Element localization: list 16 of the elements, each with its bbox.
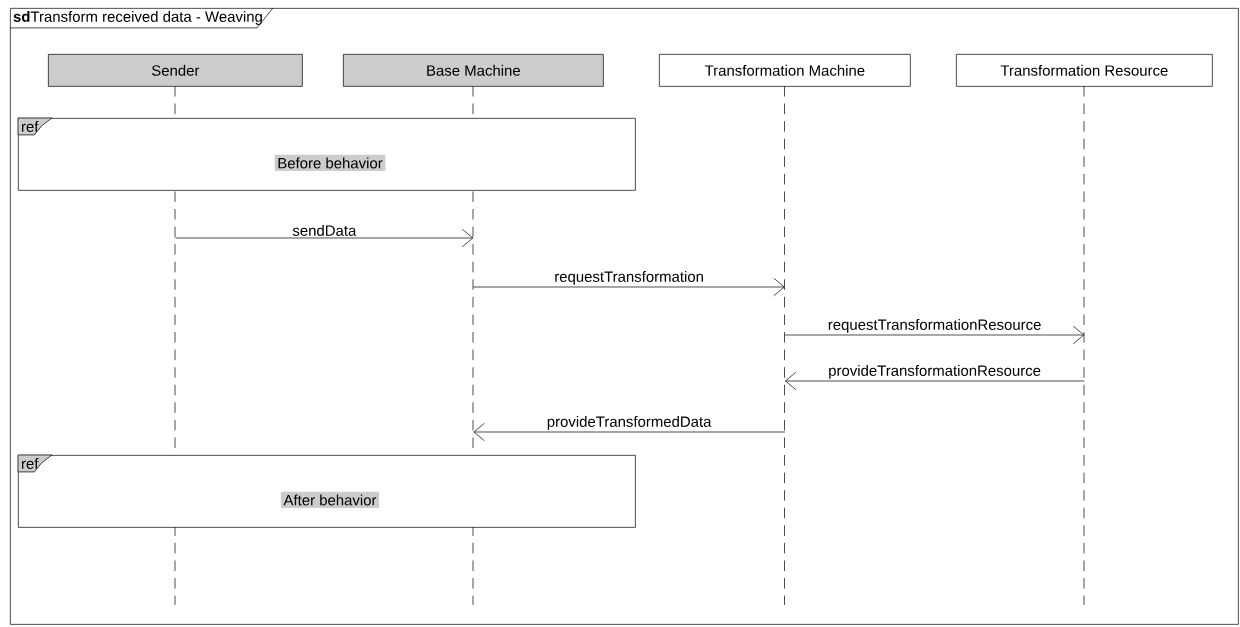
message-arrow bbox=[473, 277, 785, 297]
message-label: sendData bbox=[291, 224, 358, 237]
message-label: provideTransformationResource bbox=[827, 364, 1042, 380]
participant-box: Transformation Resource bbox=[956, 54, 1213, 87]
participant-box: Sender bbox=[48, 54, 303, 87]
participant-box: Transformation Machine bbox=[659, 54, 911, 87]
message-label: requestTransformation bbox=[553, 270, 705, 286]
message-label: requestTransformationResource bbox=[826, 318, 1043, 334]
message-arrow bbox=[785, 371, 1085, 391]
message-label: provideTransformedData bbox=[545, 415, 713, 431]
participant-box: Base Machine bbox=[343, 54, 604, 87]
message-arrow bbox=[175, 228, 474, 248]
ref-frame: ref After behavior bbox=[17, 454, 636, 528]
message-arrow bbox=[784, 325, 1085, 345]
ref-frame: ref Before behavior bbox=[17, 117, 636, 191]
message-arrow bbox=[473, 422, 786, 442]
